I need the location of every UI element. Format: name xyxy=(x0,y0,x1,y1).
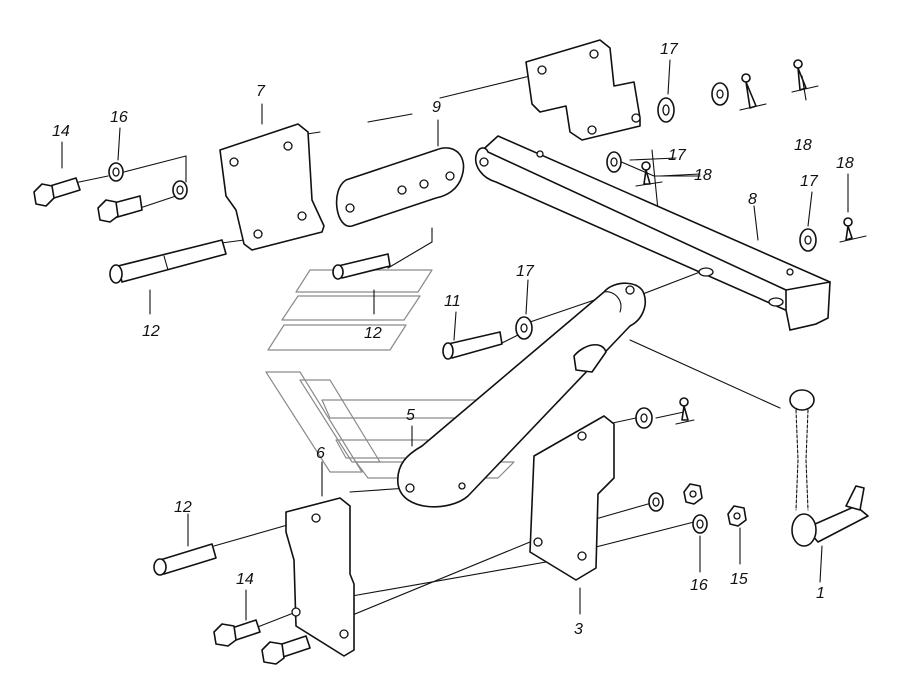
hinge-link-9 xyxy=(335,147,465,227)
callout-14-lower: 14 xyxy=(236,571,254,588)
cotter-pin-18-top-b xyxy=(791,59,819,93)
washer-17-top xyxy=(657,97,675,123)
callout-11: 11 xyxy=(444,293,461,310)
callout-14-upper: 14 xyxy=(52,123,70,140)
main-beam-8 xyxy=(474,135,831,331)
pin-12-lower xyxy=(153,543,217,576)
hinge-plate-9-rear xyxy=(525,39,641,141)
nut-15 xyxy=(727,505,747,527)
bracket-3 xyxy=(529,415,615,581)
washer-17-center xyxy=(515,316,533,340)
callout-9: 9 xyxy=(432,99,441,116)
callout-17-top: 17 xyxy=(660,41,679,58)
callout-15: 15 xyxy=(730,571,748,588)
cotter-pin-lower-right xyxy=(675,397,695,425)
pin-12-left xyxy=(109,239,227,284)
washer-top-right xyxy=(711,82,729,106)
callout-6: 6 xyxy=(316,445,325,462)
lock-washer-lower-a xyxy=(648,492,664,512)
callout-labels: 1 3 5 6 7 8 9 11 12 12 12 14 14 15 16 16… xyxy=(52,41,854,638)
callout-12-upper-left: 12 xyxy=(142,323,160,340)
callout-3: 3 xyxy=(574,621,583,638)
callout-18-mid: 18 xyxy=(694,167,712,184)
pin-11 xyxy=(442,331,503,360)
callout-12-center: 12 xyxy=(364,325,382,342)
bolt-14-upper xyxy=(33,177,81,207)
cotter-pin-18-top-a xyxy=(739,73,767,111)
bolt-lower-second xyxy=(261,635,311,665)
lock-washer-16-lower xyxy=(692,514,708,534)
callout-1: 1 xyxy=(816,585,825,602)
callout-16-lower: 16 xyxy=(690,577,708,594)
callout-17-center: 17 xyxy=(516,263,535,280)
callout-18-top: 18 xyxy=(794,137,812,154)
lock-pin-1 xyxy=(789,389,869,547)
bolt-14-lower xyxy=(213,619,261,647)
nut-upper-right xyxy=(683,483,703,505)
hinge-plate-7 xyxy=(219,123,325,251)
callout-7: 7 xyxy=(256,83,266,100)
callout-8: 8 xyxy=(748,191,757,208)
pin-12-center xyxy=(332,253,391,280)
washer-17-mid xyxy=(606,151,622,173)
lock-washer-upper-second xyxy=(172,180,188,200)
bolt-upper-second xyxy=(97,195,143,223)
callout-5: 5 xyxy=(406,407,415,424)
callout-17-mid: 17 xyxy=(668,147,687,164)
washer-17-right xyxy=(799,228,817,252)
washer-lower-right xyxy=(635,407,653,429)
cotter-pin-18-mid xyxy=(635,161,663,187)
callout-16-upper: 16 xyxy=(110,109,128,126)
bracket-6 xyxy=(285,497,355,657)
cotter-pin-18-right xyxy=(839,217,867,243)
callout-18-right: 18 xyxy=(836,155,854,172)
callout-17-right: 17 xyxy=(800,173,819,190)
callout-12-lower: 12 xyxy=(174,499,192,516)
swing-arm-5 xyxy=(397,282,646,508)
lock-washer-16-upper xyxy=(108,162,124,182)
callout-leaders xyxy=(61,59,849,621)
